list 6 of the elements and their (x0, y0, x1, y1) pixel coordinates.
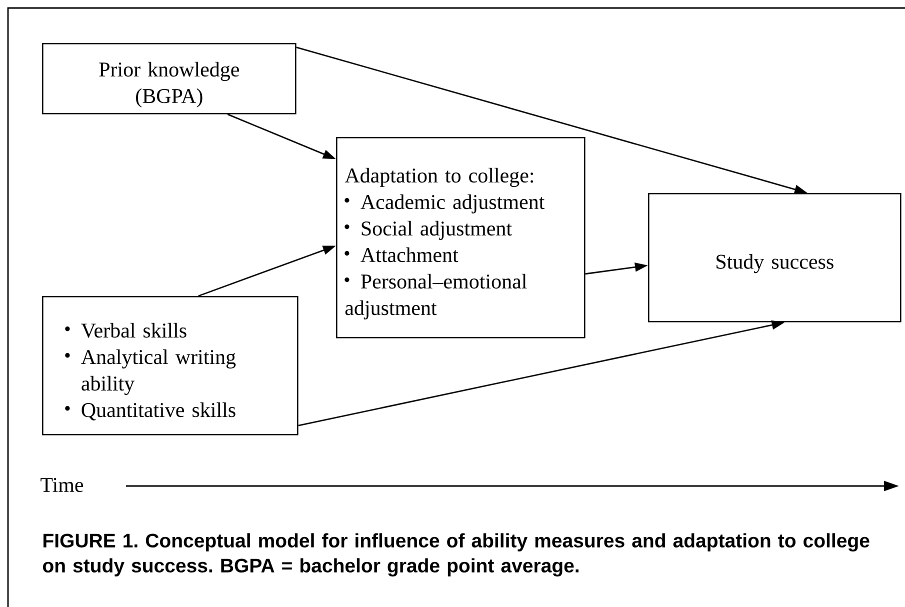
concept-box: Adaptation to college: Academic adjustment Social adjustment Attachment Personal–emotional adjustment (336, 137, 586, 338)
concept-box: Verbal skills Analytical writing ability Quantitative skills (42, 296, 298, 436)
outcome-box: Study success (648, 193, 902, 322)
caption: FIGURE 1. Conceptual model for influence of ability measures and adaptation to college on study success. BGPA = bachelor grade point average. (42, 533, 870, 576)
concept-box: Prior knowledge (BGPA) (42, 43, 296, 114)
axis-label: Time (40, 478, 84, 492)
